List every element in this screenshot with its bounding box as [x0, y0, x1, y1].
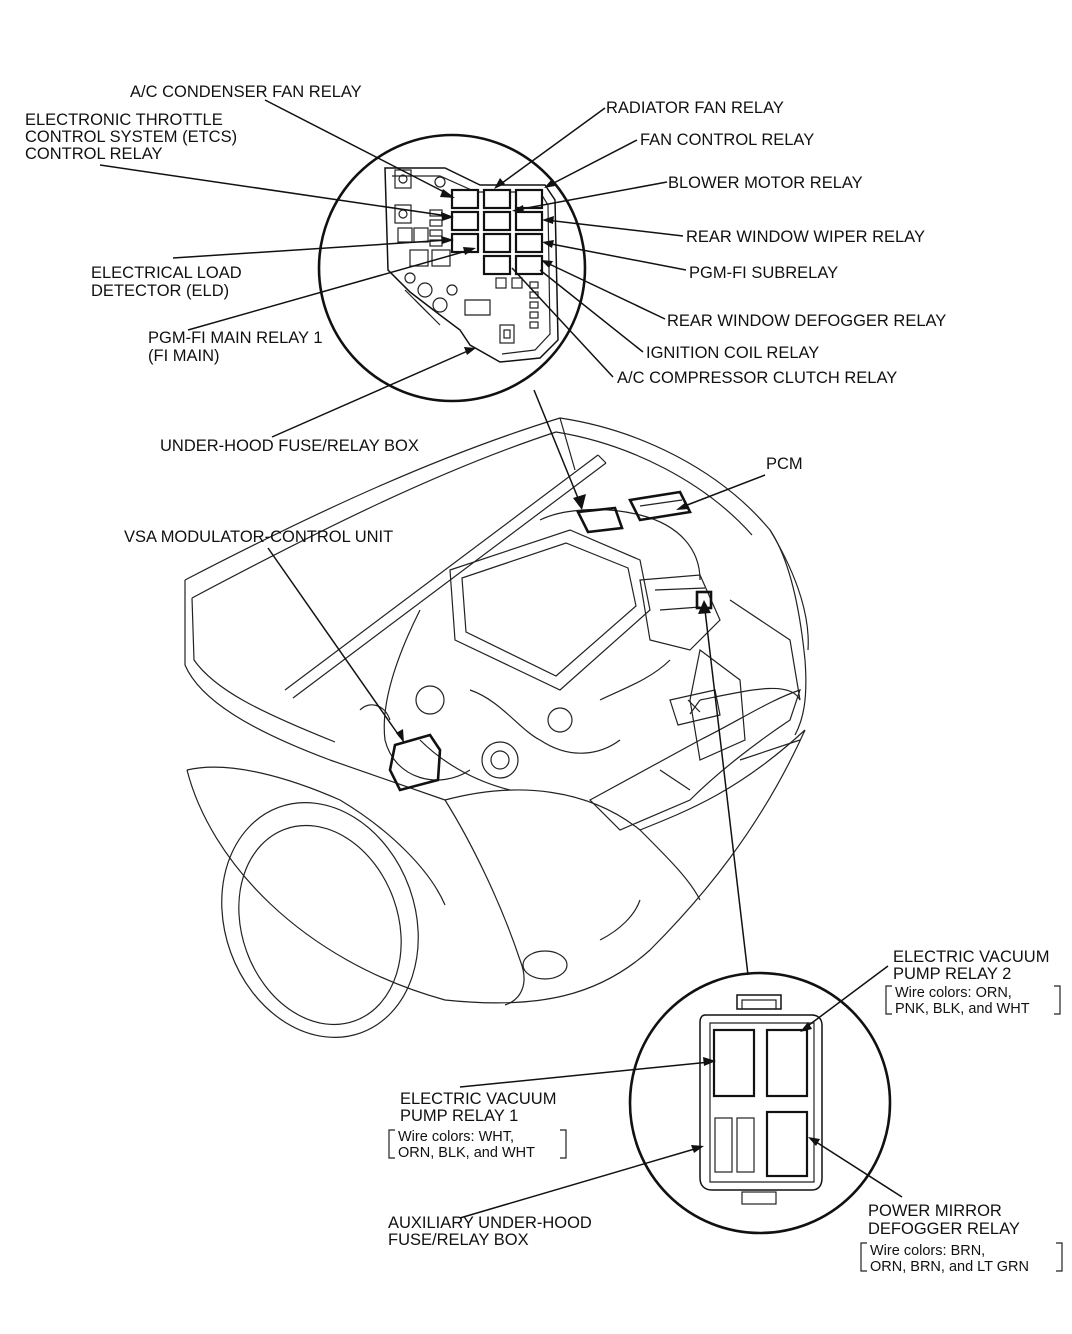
label-ac-condenser-fan-relay: A/C CONDENSER FAN RELAY	[130, 83, 362, 101]
label-pmd-line2: DEFOGGER RELAY	[868, 1220, 1020, 1238]
car-illustration	[184, 417, 809, 1038]
label-etcs-line1: ELECTRONIC THROTTLE	[25, 111, 223, 129]
ignition-coil-relay-box	[482, 254, 512, 276]
etcs-relay-box	[450, 210, 480, 232]
label-evp2-wire1: Wire colors: ORN,	[895, 985, 1012, 1001]
magnifier-circle-top	[317, 133, 587, 403]
label-ac-compressor-clutch-relay: A/C COMPRESSOR CLUTCH RELAY	[617, 369, 897, 387]
magnifier-circle-bottom	[628, 971, 892, 1235]
evp-relay-2-box	[765, 1028, 809, 1098]
label-radiator-fan-relay: RADIATOR FAN RELAY	[606, 99, 784, 117]
label-under-hood-box: UNDER-HOOD FUSE/RELAY BOX	[160, 437, 419, 455]
underhood-box-callout	[317, 133, 587, 403]
fusebox-leader-line	[533, 389, 581, 504]
label-blower-motor-relay: BLOWER MOTOR RELAY	[668, 174, 863, 192]
label-eld-line2: DETECTOR (ELD)	[91, 282, 229, 300]
label-rear-window-wiper-relay: REAR WINDOW WIPER RELAY	[686, 228, 925, 246]
label-evp1-line2: PUMP RELAY 1	[400, 1107, 518, 1125]
label-evp1-wire1: Wire colors: WHT,	[398, 1129, 514, 1145]
label-pcm: PCM	[766, 455, 803, 473]
label-ignition-coil-relay: IGNITION COIL RELAY	[646, 344, 819, 362]
label-pgm-fi-main-line2: (FI MAIN)	[148, 347, 220, 365]
label-pmd-wire1: Wire colors: BRN,	[870, 1243, 985, 1259]
label-pgm-fi-main-line1: PGM-FI MAIN RELAY 1	[148, 329, 323, 347]
label-evp2-wire2: PNK, BLK, and WHT	[895, 1001, 1030, 1017]
rear-window-wiper-relay-box	[514, 210, 544, 232]
radiator-fan-relay-box	[482, 188, 512, 210]
pgm-fi-subrelay-box	[514, 232, 544, 254]
rear-window-defogger-relay-box	[514, 254, 544, 276]
label-evp1-line1: ELECTRIC VACUUM	[400, 1090, 556, 1108]
fan-control-relay-box	[482, 210, 512, 232]
labels: A/C CONDENSER FAN RELAY ELECTRONIC THROT…	[25, 83, 1049, 1275]
evp-relay-1-box	[712, 1028, 756, 1098]
ac-condenser-fan-relay-box	[450, 188, 480, 210]
relay-grid	[450, 188, 544, 276]
label-leaders	[99, 99, 903, 1219]
wire-brackets	[388, 985, 1063, 1272]
label-aux-box-line2: FUSE/RELAY BOX	[388, 1231, 529, 1249]
label-pmd-line1: POWER MIRROR	[868, 1202, 1002, 1220]
auxbox-leader-line	[704, 609, 749, 976]
label-fan-control-relay: FAN CONTROL RELAY	[640, 131, 814, 149]
label-pgm-fi-subrelay: PGM-FI SUBRELAY	[689, 264, 838, 282]
label-aux-box-line1: AUXILIARY UNDER-HOOD	[388, 1214, 592, 1232]
pgm-fi-main-relay-box	[482, 232, 512, 254]
label-etcs-line2: CONTROL SYSTEM (ETCS)	[25, 128, 237, 146]
label-rear-window-defogger-relay: REAR WINDOW DEFOGGER RELAY	[667, 312, 946, 330]
label-evp2-line1: ELECTRIC VACUUM	[893, 948, 1049, 966]
label-etcs-line3: CONTROL RELAY	[25, 145, 163, 163]
label-evp1-wire2: ORN, BLK, and WHT	[398, 1145, 535, 1161]
label-eld-line1: ELECTRICAL LOAD	[91, 264, 242, 282]
label-pmd-wire2: ORN, BRN, and LT GRN	[870, 1259, 1029, 1275]
label-evp2-line2: PUMP RELAY 2	[893, 965, 1011, 983]
power-mirror-defogger-relay-box	[765, 1110, 809, 1178]
label-vsa-unit: VSA MODULATOR-CONTROL UNIT	[124, 528, 393, 546]
aux-box-callout	[628, 971, 892, 1235]
connector-lines	[533, 389, 749, 976]
